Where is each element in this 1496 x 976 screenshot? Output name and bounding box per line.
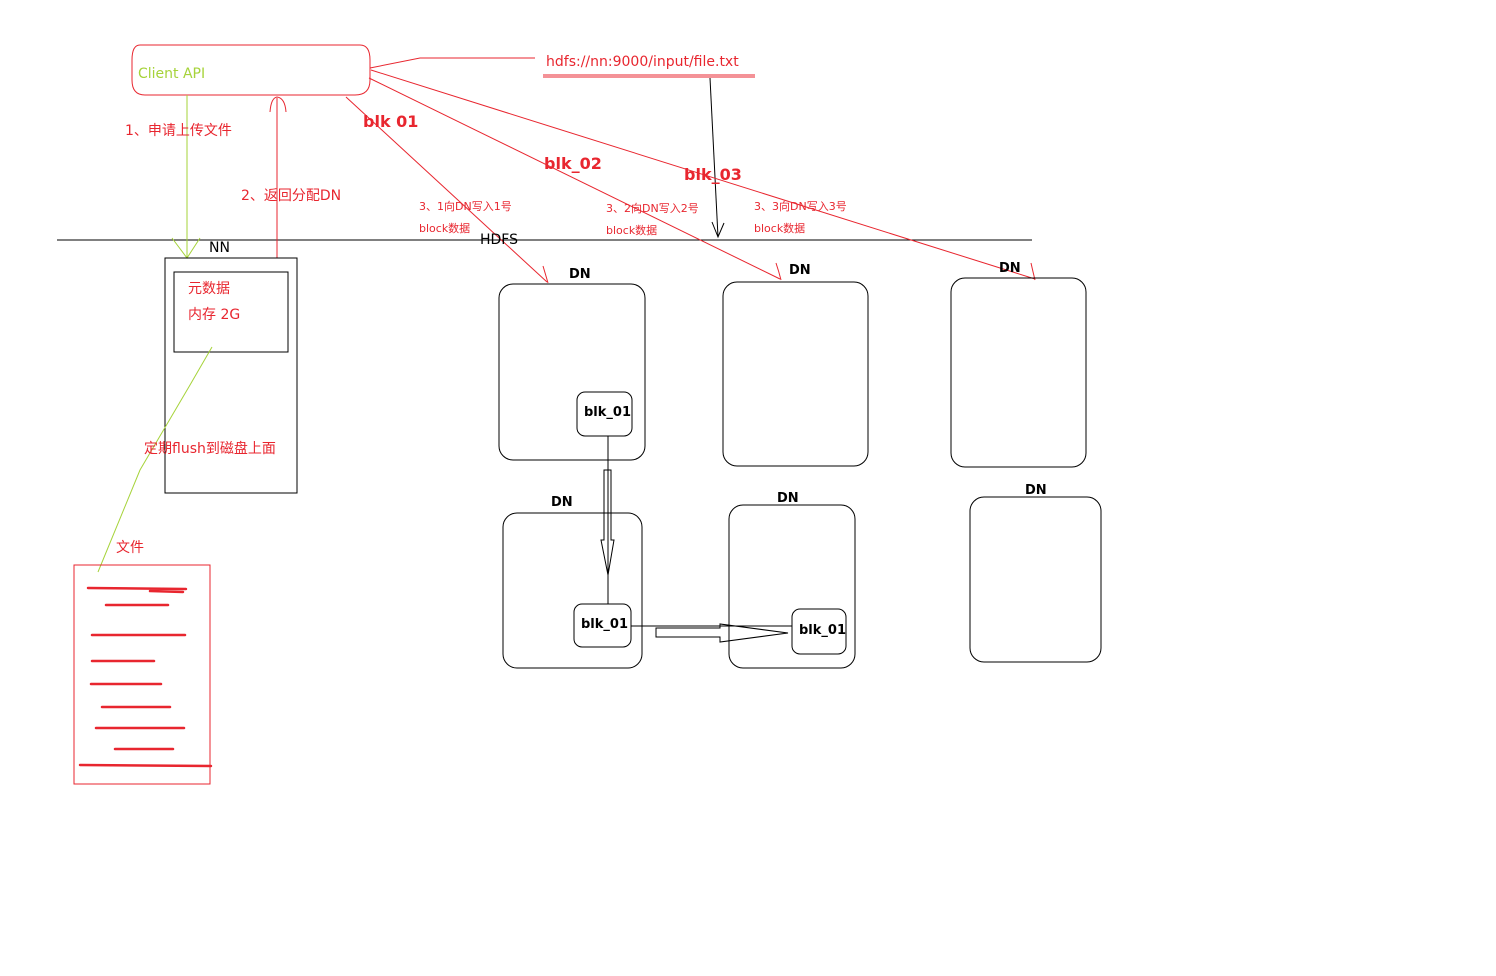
blk03-line — [370, 69, 1036, 280]
dn-box-2 — [722, 281, 869, 467]
file-document — [73, 564, 211, 785]
dn-box-4 — [502, 512, 643, 669]
dn-label-1: DN — [569, 267, 591, 282]
step3-1-line1: 3、1向DN写入1号 — [419, 200, 512, 213]
blk02-line — [368, 77, 781, 280]
blk01-line-end — [542, 265, 549, 284]
dn-label-6: DN — [1025, 483, 1047, 498]
memory-label: 内存 2G — [188, 307, 241, 323]
nn-label: NN — [209, 240, 230, 256]
step2-arrow-head — [269, 96, 287, 113]
flush-line — [97, 346, 213, 573]
file-lines — [78, 586, 213, 768]
blk01-box-1 — [576, 391, 633, 437]
step2-label: 2、返回分配DN — [241, 188, 342, 204]
blk01-label-1: blk_01 — [584, 405, 631, 420]
dn-box-3 — [950, 277, 1087, 468]
dn-box-1 — [498, 283, 646, 461]
dn-label-3: DN — [999, 261, 1021, 276]
dn-box-6 — [969, 496, 1102, 663]
file-label: 文件 — [116, 540, 144, 556]
url-pointer-line — [709, 77, 719, 238]
flush-label: 定期flush到磁盘上面 — [144, 441, 276, 457]
step1-arrow-head — [171, 237, 201, 259]
hdfs-label: HDFS — [480, 232, 519, 248]
replicate-right-arrow — [655, 623, 789, 643]
step3-2-line2: block数据 — [606, 224, 658, 237]
step1-label: 1、申请上传文件 — [125, 123, 232, 139]
blk01-line — [345, 96, 548, 283]
blk03-heading: blk_03 — [684, 165, 742, 184]
client-url-line — [369, 57, 535, 69]
client-api-label: Client API — [138, 66, 206, 82]
dn-label-5: DN — [777, 491, 799, 506]
blk02-heading: blk_02 — [544, 154, 602, 173]
client-api-box — [131, 44, 371, 96]
step3-3-line2: block数据 — [754, 222, 806, 235]
blk01-heading: blk 01 — [363, 112, 419, 131]
dn-label-4: DN — [551, 495, 573, 510]
blk01-label-2: blk_01 — [581, 617, 628, 632]
dn-label-2: DN — [789, 263, 811, 278]
url-pointer-arrow — [711, 221, 725, 239]
step3-3-line1: 3、3向DN写入3号 — [754, 200, 847, 213]
blk01-label-3: blk_01 — [799, 623, 846, 638]
dn-box-5 — [728, 504, 856, 669]
step3-1-line2: block数据 — [419, 222, 471, 235]
blk01-box-3 — [791, 608, 847, 655]
blk03-line-end — [1030, 262, 1036, 281]
step3-2-line1: 3、2向DN写入2号 — [606, 202, 699, 215]
blk02-line-end — [775, 262, 782, 281]
replicate-down-arrow — [600, 469, 615, 576]
metadata-box — [173, 271, 289, 353]
metadata-label: 元数据 — [188, 281, 230, 297]
nn-box — [164, 257, 298, 494]
hdfs-url: hdfs://nn:9000/input/file.txt — [546, 54, 739, 70]
